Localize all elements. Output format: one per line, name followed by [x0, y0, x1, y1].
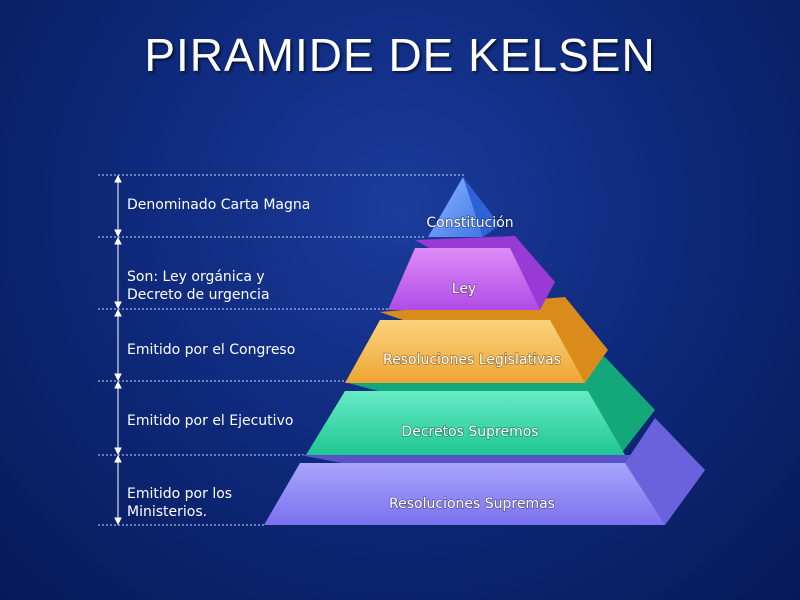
level-label-2: Ley: [452, 281, 476, 297]
level-description-3: Emitido por el Congreso: [127, 342, 296, 358]
range-arrow-1: [114, 174, 122, 238]
level-label-1: Constitución: [426, 215, 513, 231]
pyramid-level-2: [388, 236, 555, 310]
range-arrow-2: [114, 236, 122, 310]
level-description-1: Denominado Carta Magna: [127, 197, 311, 213]
guide-lines: [98, 174, 465, 526]
level-label-3: Resoluciones Legislativas: [383, 352, 561, 368]
level-description-2: Son: Ley orgánica y Decreto de urgencia: [127, 269, 270, 303]
range-arrows: [114, 174, 122, 526]
range-arrow-4: [114, 380, 122, 456]
range-arrow-5: [114, 454, 122, 526]
level-label-4: Decretos Supremos: [401, 424, 538, 440]
level-description-5: Emitido por los Ministerios.: [127, 486, 233, 520]
range-arrow-3: [114, 308, 122, 382]
pyramid-level-3: [345, 297, 608, 383]
level-description-4: Emitido por el Ejecutivo: [127, 413, 294, 429]
page-title: PIRAMIDE DE KELSEN: [144, 29, 656, 81]
pyramid-level-5: [264, 418, 705, 525]
level-label-5: Resoluciones Supremas: [389, 496, 555, 512]
pyramid-level-1: [428, 177, 500, 237]
